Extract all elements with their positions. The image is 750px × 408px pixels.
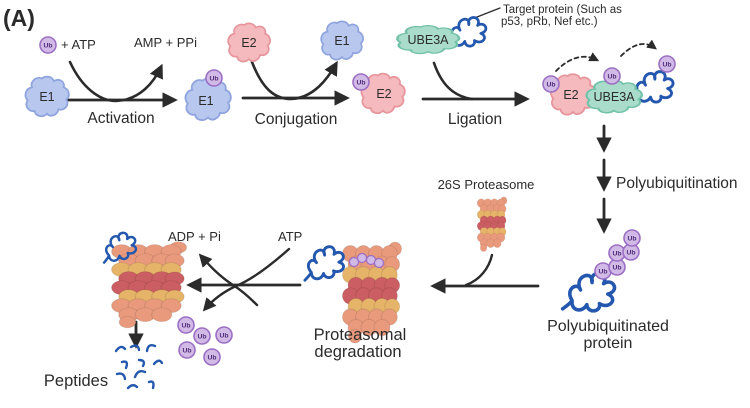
polyubiquitinated-protein-label-line1: Polyubiquitinated <box>547 318 669 335</box>
ub-badge <box>39 36 57 54</box>
proteasome-join-curve <box>464 253 494 287</box>
ub-badge <box>542 75 560 93</box>
adp-curve-arrow <box>198 253 259 307</box>
ub-badges <box>39 36 676 366</box>
ub-badge-recycled <box>203 348 221 366</box>
amp-ppi-label: AMP + PPi <box>134 35 197 50</box>
ube3a-curve <box>432 61 474 101</box>
activation-step-label: Activation <box>87 110 154 127</box>
polyubiquitinated-protein-label-line2: protein <box>584 335 633 352</box>
e1-released-label: E1 <box>334 34 349 48</box>
ub-transfer-dashed-arrow-2 <box>620 39 657 57</box>
arrow-layer <box>65 7 657 349</box>
atp-curve-arrow <box>202 247 291 312</box>
ub-badge <box>352 73 370 91</box>
e2-ub-label: E2 <box>376 87 391 101</box>
ub-badge-recycled <box>178 341 196 359</box>
peptide-fragments <box>114 343 164 390</box>
degrading-protein-squiggle <box>298 243 348 284</box>
ub-badge-chain <box>623 229 641 247</box>
ube3a-label: UBE3A <box>408 33 450 47</box>
atp-label: ATP <box>278 229 302 244</box>
proteasomal-degradation-label-line1: Proteasomal <box>314 326 407 344</box>
ub-badge-recycled <box>177 316 195 334</box>
atp-amp-curve-arrow <box>68 60 163 103</box>
complex-e2-label: E2 <box>563 88 578 102</box>
peptide-proteasome-barrel <box>110 241 188 329</box>
complex-ube3a-label: UBE3A <box>594 90 636 104</box>
conjugation-step-label: Conjugation <box>255 111 338 128</box>
target-protein-caption-line1: Target protein (Such as <box>503 4 622 16</box>
proteasome-26s-label: 26S Proteasome <box>438 177 535 192</box>
e1-ub-label: E1 <box>198 94 213 108</box>
proteasomal-degradation-label-line2: degradation <box>314 343 401 361</box>
panel-label: (A) <box>3 5 35 31</box>
target-protein-pointer-line <box>476 7 501 18</box>
ub-badge <box>658 55 676 73</box>
e1-label: E1 <box>39 90 54 104</box>
ligation-step-label: Ligation <box>448 111 502 128</box>
ub-badge <box>603 67 621 85</box>
ub-badge-recycled <box>193 327 211 345</box>
target-protein-caption-line2: p53, pRb, Nef etc.) <box>501 16 598 28</box>
ub-transfer-dashed-arrow-1 <box>555 52 600 72</box>
ub-atp-label: + ATP <box>61 37 96 52</box>
adp-pi-label: ADP + Pi <box>168 229 221 244</box>
proteasome-26s-barrel <box>476 196 508 252</box>
peptides-label: Peptides <box>44 372 108 390</box>
ub-badges-small <box>348 252 385 269</box>
ub-badge-recycled <box>215 326 233 344</box>
ub-badge <box>205 69 223 87</box>
enzyme-labels: E1 E1 E2 E1 E2 UBE3A E2 UBE3A <box>39 33 635 108</box>
e2-label: E2 <box>241 36 256 50</box>
e2-e1-curve-arrow <box>250 60 338 101</box>
polyubiquitination-step-label: Polyubiquitination <box>616 175 738 192</box>
